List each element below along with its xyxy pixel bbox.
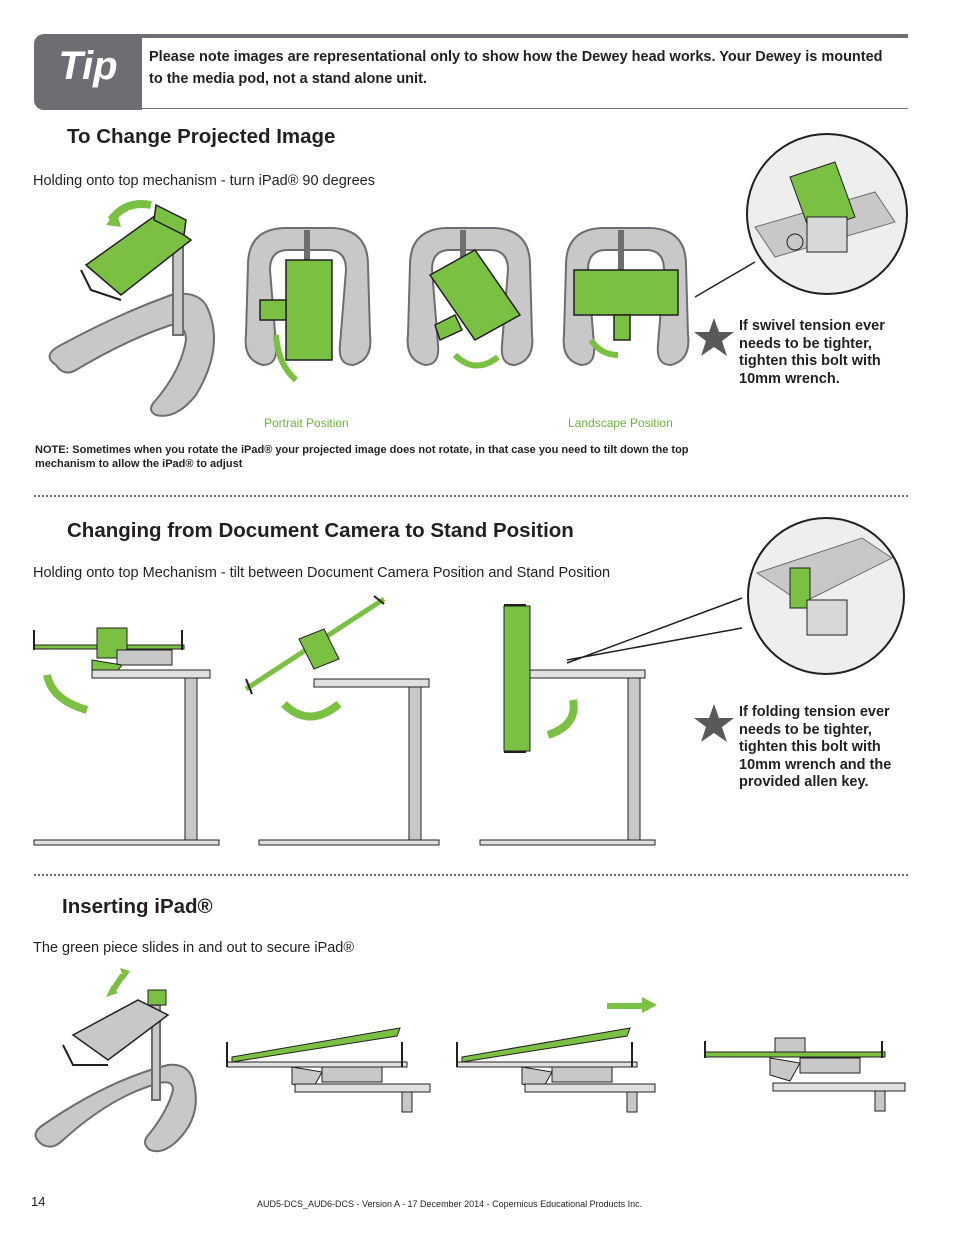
- tip-label: Tip: [58, 44, 118, 88]
- ipad-insert-step-3: [704, 1037, 906, 1112]
- stand-illustration-inserting: [34, 968, 197, 1153]
- section-divider: [34, 874, 908, 876]
- stand-illustration-stand-position: [479, 604, 656, 846]
- stand-illustration-document-camera: [33, 627, 220, 846]
- folding-tension-note: If folding tension ever needs to be tigh…: [739, 704, 892, 790]
- section1-instruction: Holding onto top mechanism - turn iPad® …: [33, 173, 375, 189]
- rotation-note: NOTE: Sometimes when you rotate the iPad…: [35, 444, 689, 470]
- tip-top-rule: [142, 34, 908, 38]
- section-divider: [34, 495, 908, 497]
- stand-illustration-rotate: [48, 200, 215, 417]
- footer-version: AUD5-DCS_AUD6-DCS - Version A - 17 Decem…: [257, 1199, 643, 1209]
- page-number: 14: [31, 1194, 46, 1209]
- ipad-insert-step-2: [456, 997, 657, 1113]
- section-title-change-projected-image: To Change Projected Image: [67, 125, 336, 148]
- tip-bottom-rule: [142, 108, 908, 109]
- ipad-insert-step-1: [226, 1027, 431, 1113]
- zoom-detail-swivel-bolt: [694, 133, 908, 298]
- swivel-tension-note: If swivel tension ever needs to be tight…: [739, 318, 885, 387]
- star-icon: [694, 704, 734, 742]
- caption-portrait-position: Portrait Position: [264, 416, 349, 430]
- stand-illustration-tilting: [244, 595, 440, 846]
- star-icon: [694, 318, 734, 356]
- caption-landscape-position: Landscape Position: [568, 416, 673, 430]
- zoom-detail-folding-bolt: [566, 517, 905, 675]
- tip-box: [34, 34, 142, 110]
- stand-illustration-rotating: [406, 227, 534, 369]
- tip-text: Please note images are representational …: [149, 49, 883, 87]
- section3-instruction: The green piece slides in and out to sec…: [33, 940, 355, 956]
- section2-instruction: Holding onto top Mechanism - tilt betwee…: [33, 565, 611, 581]
- stand-illustration-landscape: [562, 227, 690, 367]
- section-title-document-camera-to-stand: Changing from Document Camera to Stand P…: [67, 519, 574, 542]
- section-title-inserting-ipad: Inserting iPad®: [62, 895, 213, 918]
- stand-illustration-portrait: [244, 227, 372, 383]
